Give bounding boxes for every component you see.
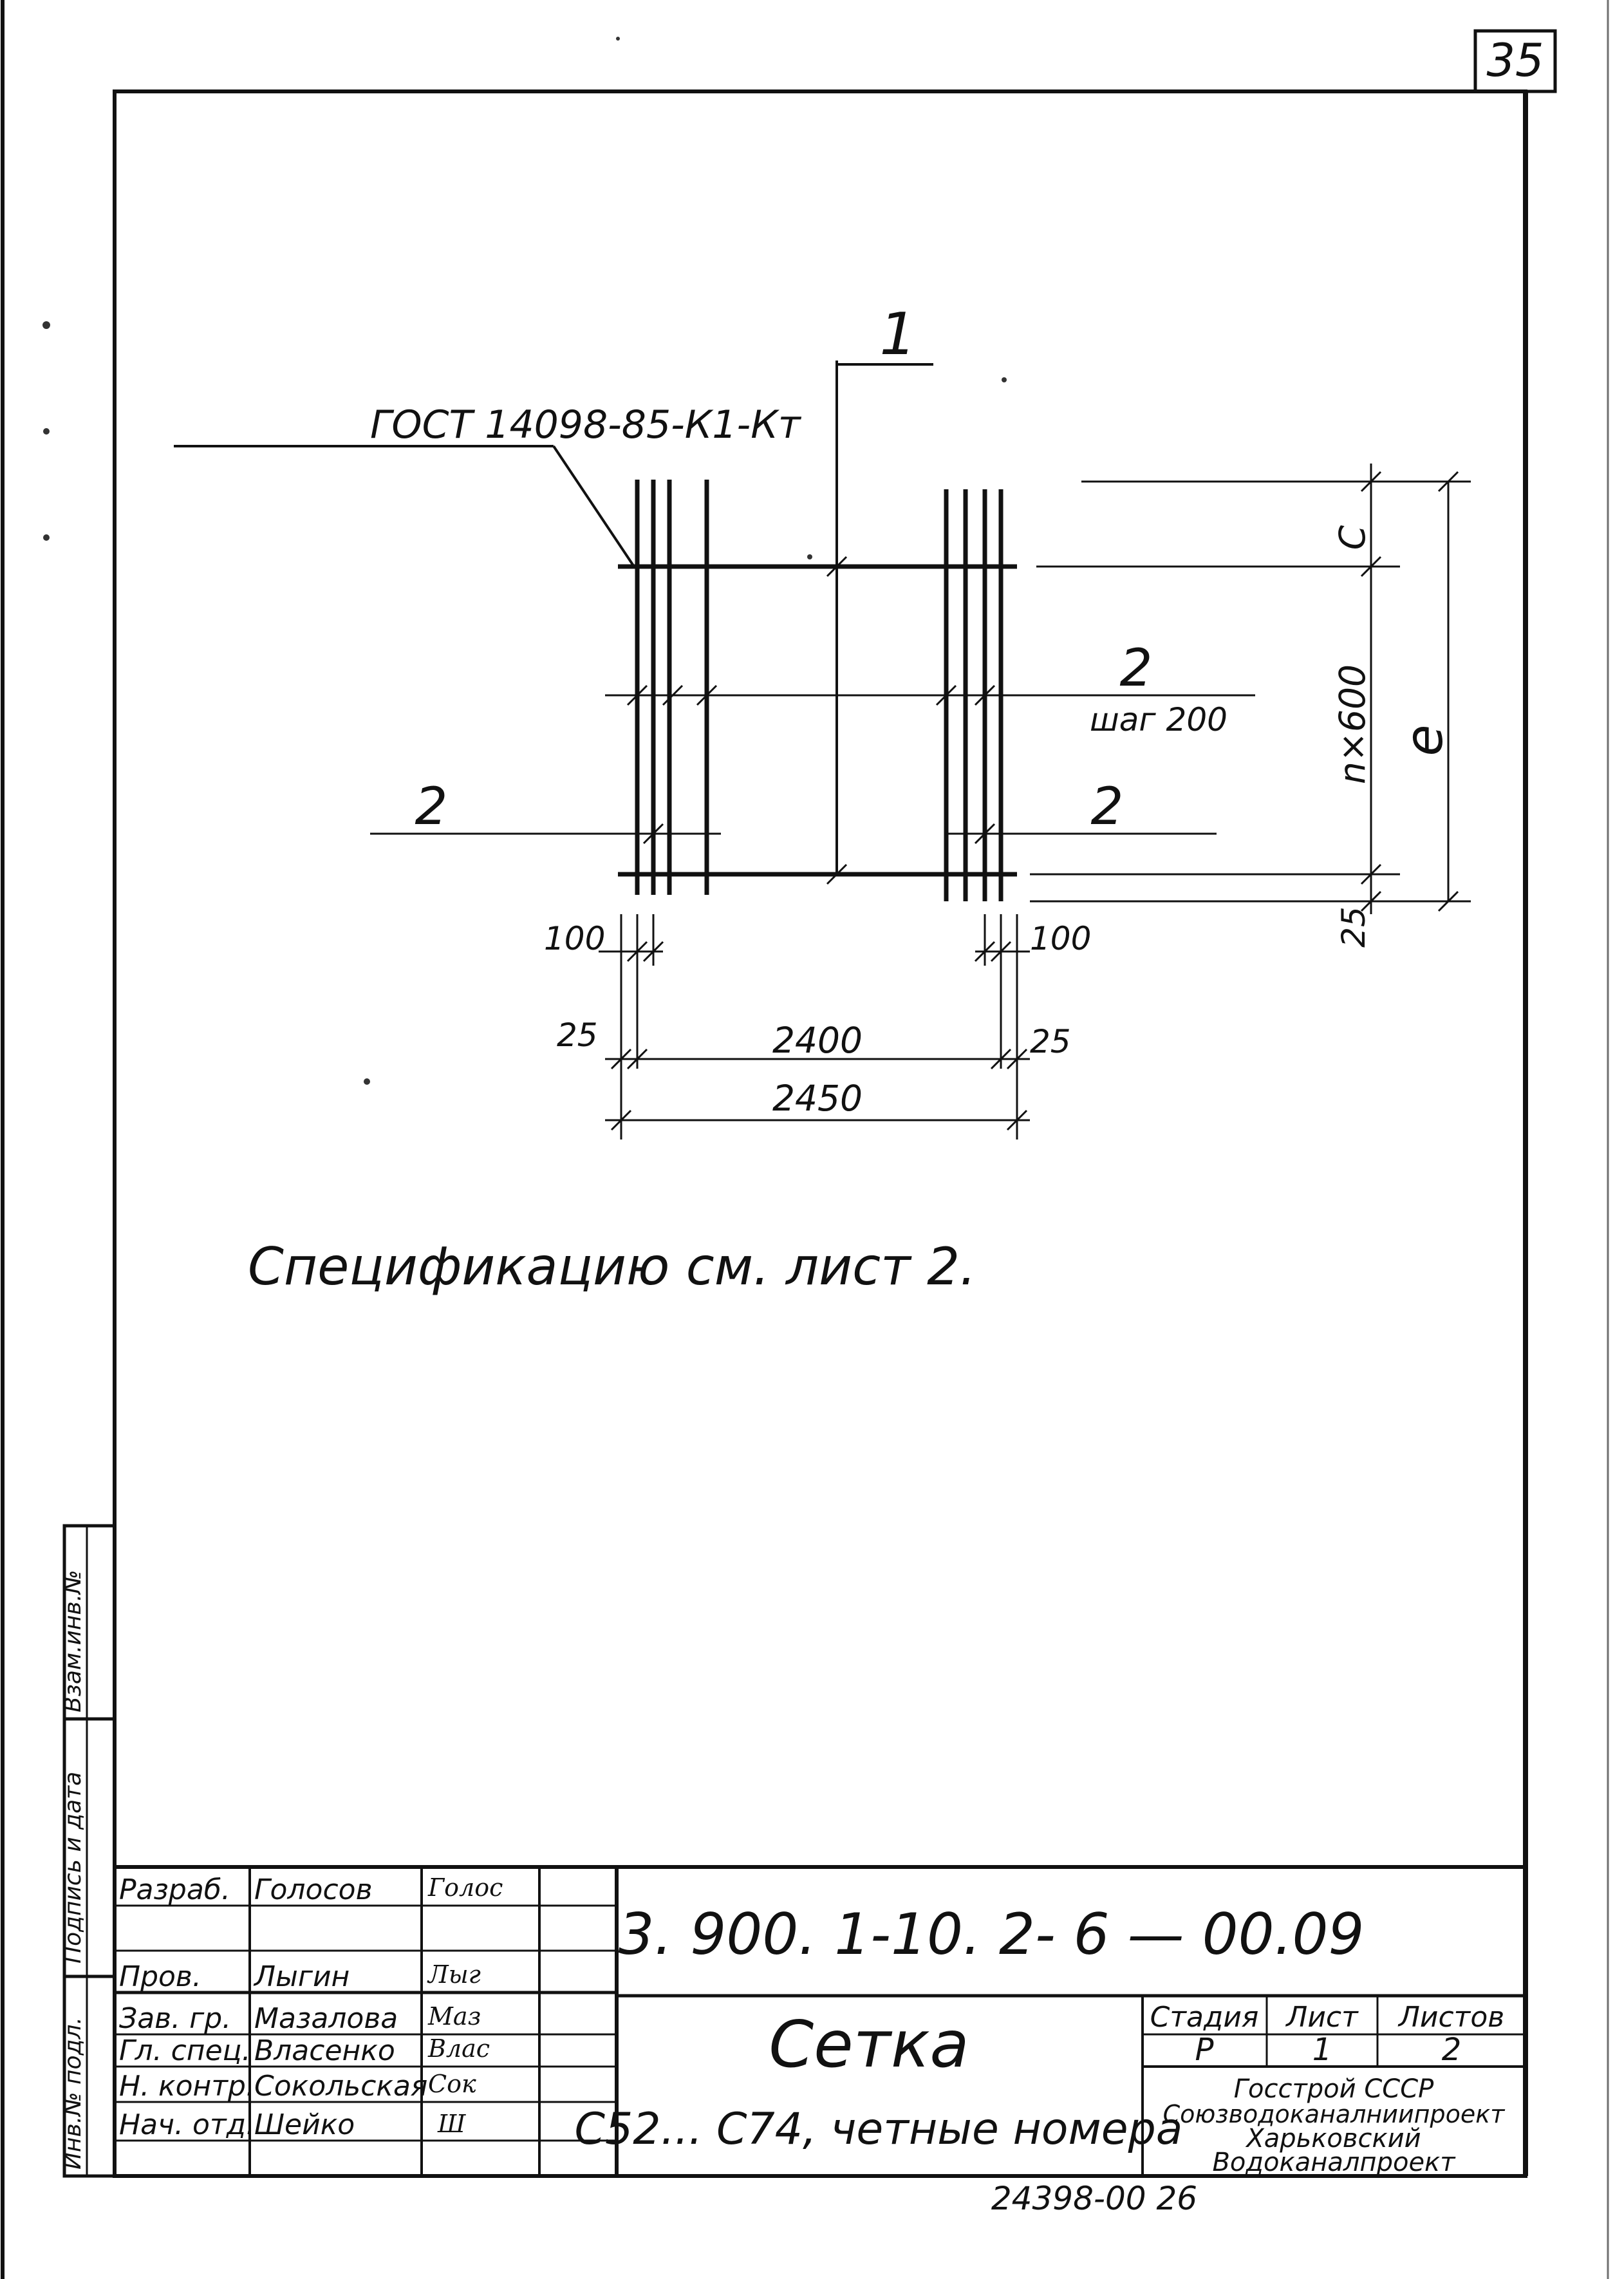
- sign-0: Голос: [427, 1873, 503, 1902]
- step-label: шаг 200: [1090, 701, 1227, 738]
- sign-1: Лыг: [427, 1960, 481, 1989]
- title-sub: С52... С74, четные номера: [575, 2104, 1183, 2155]
- dim-100-left: 100: [544, 920, 605, 957]
- org-line-4: Водоканалпроект: [1212, 2148, 1456, 2177]
- role-0: Разраб.: [119, 1873, 230, 1906]
- name-4: Сокольская: [254, 2070, 427, 2103]
- dim-25-left: 25: [557, 1017, 598, 1054]
- side-stamp-podpis-data: Подпись и дата: [60, 1772, 86, 1964]
- bottom-dimensions: [599, 914, 1030, 1140]
- position-2-left-label: 2: [415, 776, 448, 836]
- dim-c: С: [1332, 525, 1373, 550]
- archive-number: 24398-00 26: [991, 2180, 1197, 2217]
- role-4: Н. контр.: [119, 2070, 255, 2103]
- sheet-number: 35: [1486, 34, 1544, 87]
- stage-value: Р: [1195, 2032, 1214, 2068]
- sign-3: Влас: [427, 2034, 490, 2063]
- dim-e: e: [1394, 724, 1454, 756]
- position-1-label: 1: [879, 301, 916, 368]
- role-1: Пров.: [119, 1960, 201, 1993]
- right-dimensions: [1030, 464, 1471, 914]
- sign-2: Маз: [427, 2002, 481, 2030]
- designation: 3. 900. 1-10. 2- 6 — 00.09: [618, 1901, 1364, 1967]
- side-stamp: Инв.№ подл. Подпись и дата Взам.инв.№: [60, 1524, 117, 2178]
- sign-5: Ш: [437, 2110, 466, 2138]
- stage-header: Стадия: [1150, 2001, 1259, 2034]
- drawing-frame: [113, 89, 1527, 2178]
- dim-2400: 2400: [772, 1020, 863, 1061]
- dim-25-right: 25: [1335, 906, 1372, 948]
- specification-note: Спецификацию см. лист 2.: [248, 1237, 976, 1297]
- gost-label: ГОСТ 14098-85-К1-Кт: [370, 402, 802, 447]
- people-table: Разраб. Голосов Голос Пров. Лыгин Лыг За…: [119, 1873, 503, 2141]
- dim-25-right-bottom: 25: [1030, 1023, 1071, 1060]
- title-main: Сетка: [769, 2007, 969, 2082]
- sheets-header: Листов: [1397, 2001, 1504, 2034]
- name-0: Голосов: [254, 1873, 373, 1906]
- sign-4: Сок: [428, 2070, 476, 2098]
- sheets-value: 2: [1442, 2032, 1462, 2068]
- name-5: Шейко: [254, 2108, 355, 2141]
- mesh-drawing: [174, 361, 1255, 901]
- dim-2450: 2450: [772, 1078, 863, 1119]
- name-2: Мазалова: [254, 2002, 398, 2035]
- sheet-header: Лист: [1285, 2001, 1359, 2034]
- name-1: Лыгин: [253, 1960, 350, 1993]
- side-stamp-inv-podl: Инв.№ подл.: [60, 2017, 86, 2170]
- org-line-3: Харьковский: [1245, 2124, 1421, 2153]
- role-3: Гл. спец.: [119, 2034, 251, 2067]
- sheet-value: 1: [1312, 2032, 1332, 2068]
- title-block: [115, 1865, 1526, 2176]
- position-2-mid-label: 2: [1120, 638, 1153, 698]
- position-2-right-label: 2: [1091, 776, 1124, 836]
- role-2: Зав. гр.: [119, 2002, 231, 2035]
- dim-n600: n×600: [1332, 664, 1373, 784]
- side-stamp-vzam-inv: Взам.инв.№: [60, 1570, 86, 1712]
- dim-100-right: 100: [1030, 920, 1091, 957]
- sheet-number-box: [1473, 29, 1557, 93]
- org-line-2: Союзводоканалниипроект: [1163, 2100, 1506, 2128]
- org-line-1: Госстрой СССР: [1234, 2074, 1434, 2104]
- role-5: Нач. отд.: [119, 2108, 255, 2141]
- name-3: Власенко: [254, 2034, 395, 2067]
- scan-noise: [42, 37, 1007, 1085]
